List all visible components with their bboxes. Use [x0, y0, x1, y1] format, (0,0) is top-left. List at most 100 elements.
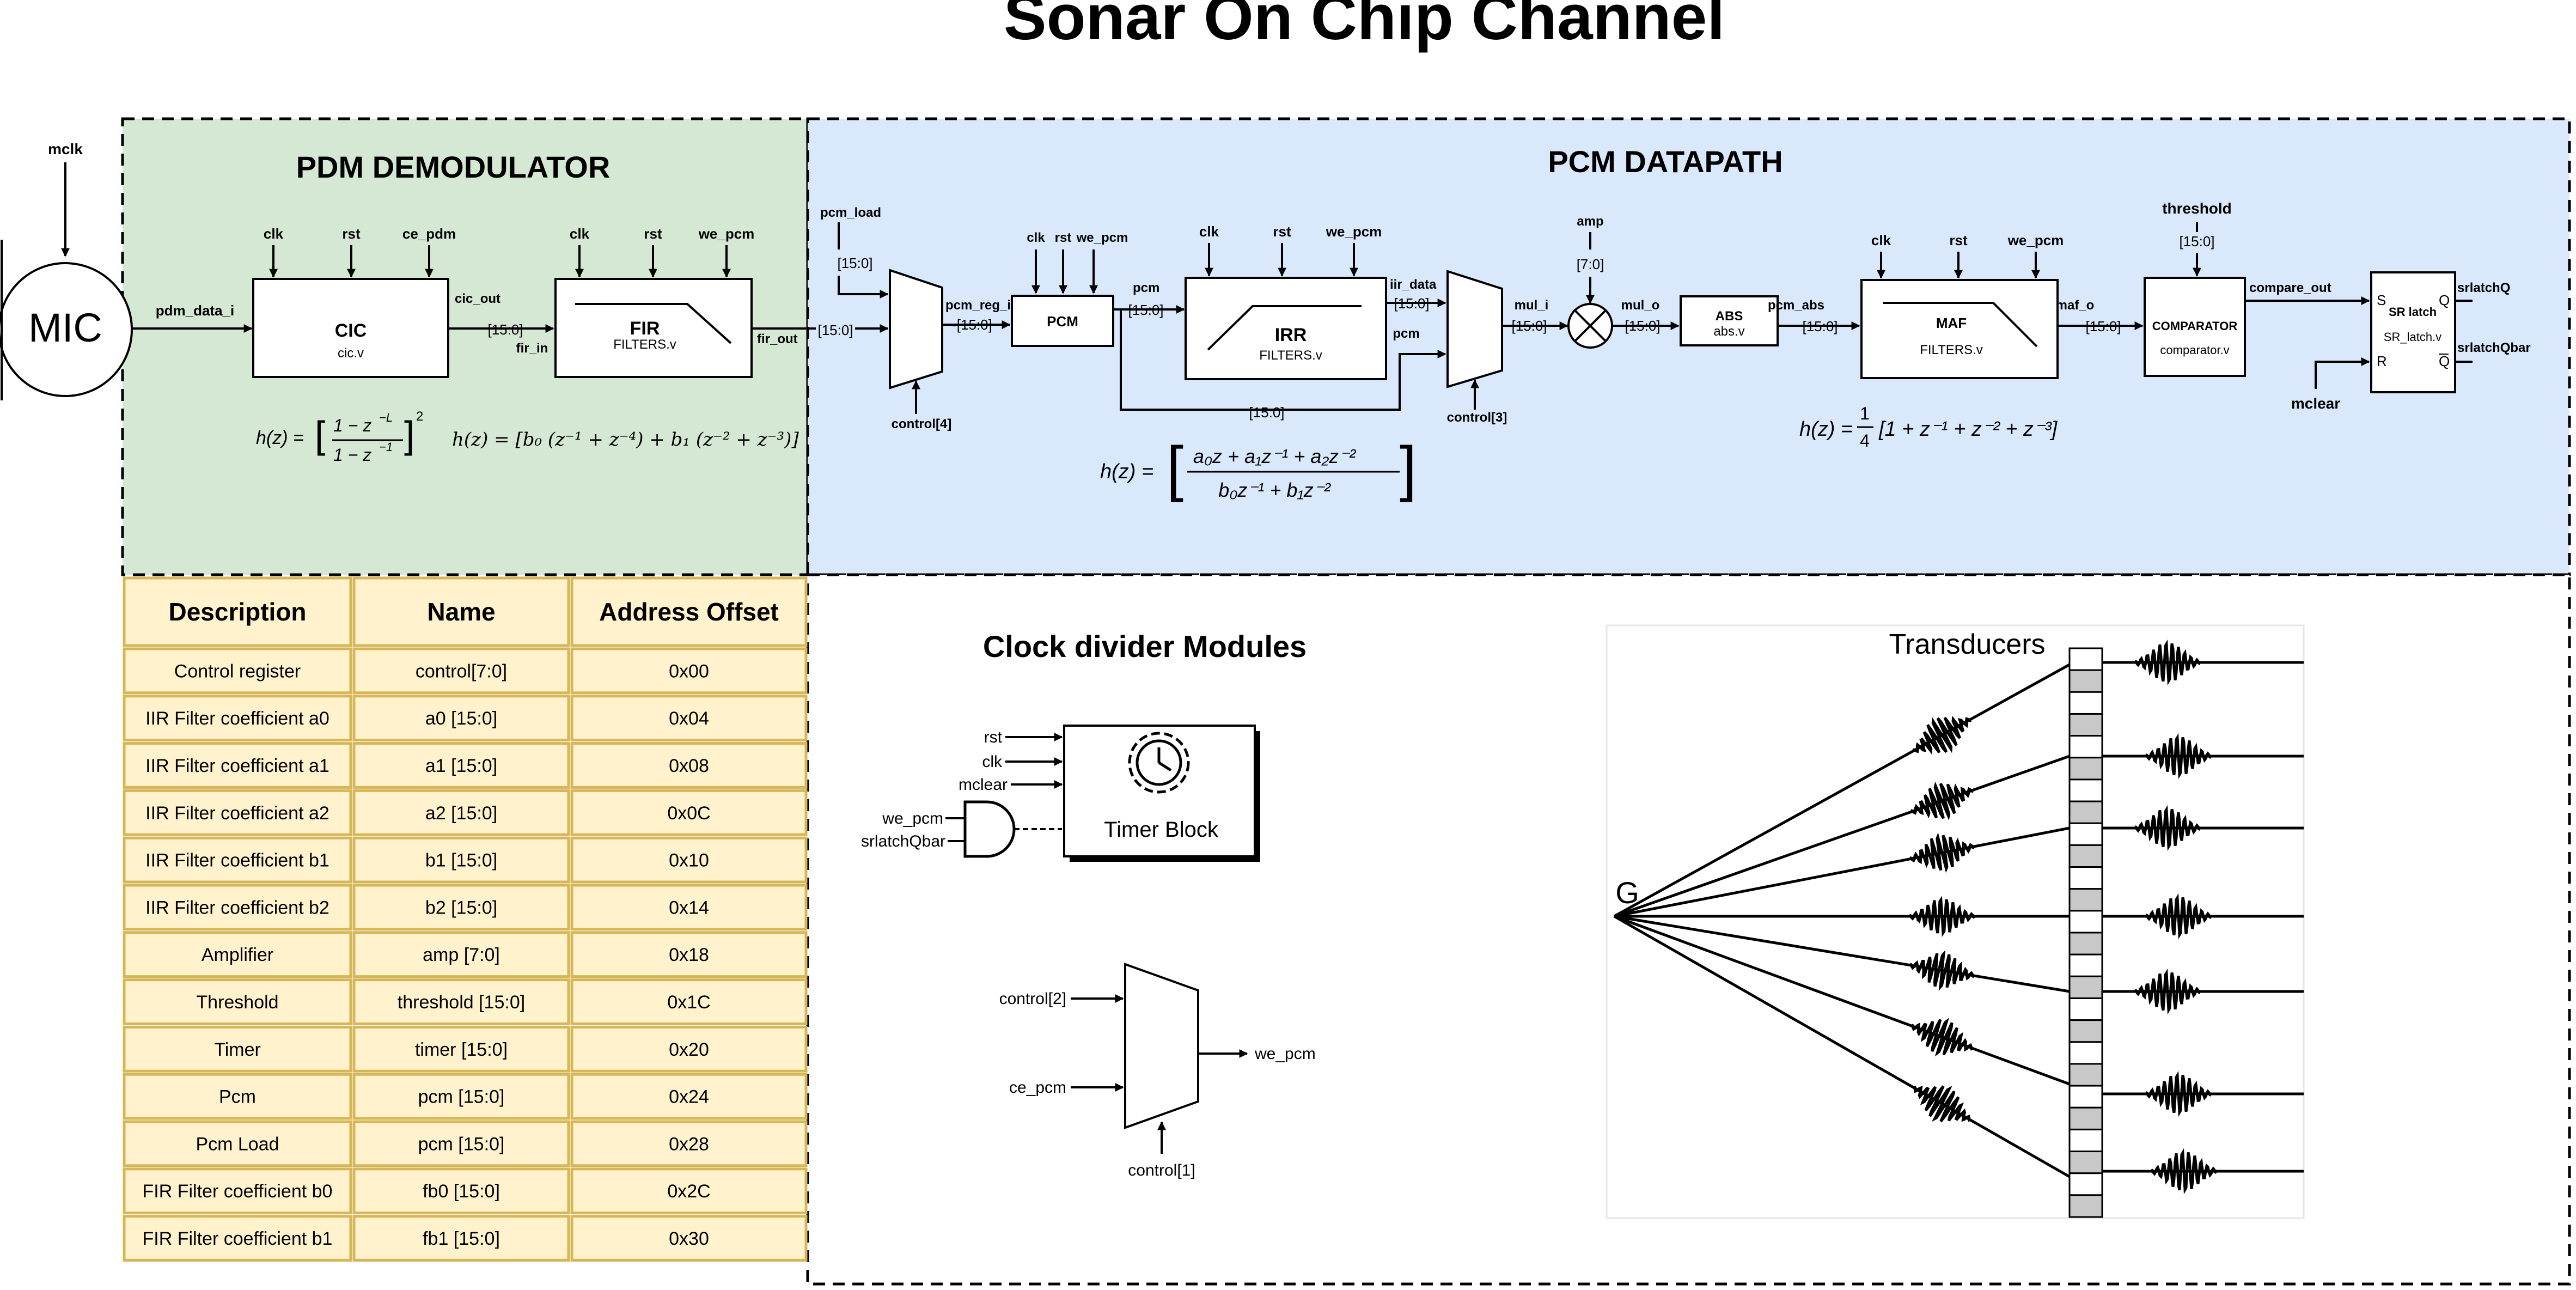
transducer-element	[2068, 866, 2103, 890]
svg-text:b₀z⁻¹ + b₁z⁻²: b₀z⁻¹ + b₁z⁻²	[1218, 479, 1332, 501]
pulse-wave	[1913, 1085, 1971, 1123]
mul-o-label: mul_o	[1621, 298, 1660, 313]
table-cell-text: amp [7:0]	[423, 945, 500, 965]
table-cell	[570, 1073, 808, 1120]
irr-highpass-icon	[1207, 305, 1362, 351]
fir-equation: h(z) = [b₀ (z⁻¹ + z⁻⁴) + b₁ (z⁻² + z⁻³)]	[452, 429, 799, 451]
table-cell-text: IIR Filter coefficient b2	[145, 897, 329, 918]
table-header-cell	[570, 576, 808, 647]
and-in-we-pcm: we_pcm	[882, 810, 943, 827]
mux2-sel: control[3]	[1447, 410, 1507, 425]
cic-in-rst: rst	[342, 226, 361, 242]
pcm-in-clk: clk	[1027, 230, 1045, 245]
maf-equation: h(z) = 1 4 [1 + z⁻¹ + z⁻² + z⁻³]	[1799, 404, 2058, 451]
transducer-element	[2068, 1063, 2103, 1087]
transducer-element	[2068, 844, 2103, 868]
maf-in-rst: rst	[1949, 232, 1968, 248]
threshold-bus: [15:0]	[2179, 233, 2214, 250]
table-cell-text: b1 [15:0]	[425, 850, 497, 871]
timer-in-rst: rst	[984, 728, 1003, 746]
comparator-file: comparator.v	[2160, 343, 2229, 357]
transducer-element	[2068, 647, 2103, 671]
table-cell	[123, 931, 352, 978]
pcm-load-label: pcm_load	[820, 205, 881, 220]
transducers-title: Transducers	[1889, 629, 2045, 660]
transducer-element	[2068, 997, 2103, 1021]
pulse-wave	[1910, 781, 1974, 821]
transducer-element	[2068, 953, 2103, 977]
table-cell-text: 0x00	[669, 661, 709, 681]
clock-mux	[1124, 963, 1199, 1129]
table-cell-text: Pcm Load	[196, 1134, 279, 1154]
pcm-block	[1011, 295, 1114, 347]
and-in-srlatchqbar: srlatchQbar	[861, 832, 945, 850]
beam-line	[1614, 915, 2070, 993]
irr-in-we: we_pcm	[1326, 223, 1382, 240]
table-cell-text: IIR Filter coefficient a0	[145, 708, 329, 729]
svg-text:a₀z + a₁z⁻¹ + a₂z⁻²: a₀z + a₁z⁻¹ + a₂z⁻²	[1193, 445, 1357, 467]
fir-block	[554, 278, 753, 378]
svg-text:1 − z: 1 − z	[333, 445, 371, 465]
table-cell-text: IIR Filter coefficient b1	[145, 850, 329, 871]
transducer-element	[2068, 910, 2103, 934]
beam-line	[1614, 754, 2070, 918]
transducer-element	[2068, 778, 2103, 802]
table-cell-text: pcm [15:0]	[418, 1087, 505, 1108]
srlatch-name: SR latch	[2389, 305, 2437, 319]
table-cell	[352, 789, 570, 836]
table-cell	[570, 884, 808, 931]
table-cell	[352, 695, 570, 742]
srlatch-q-out: srlatchQ	[2457, 281, 2510, 295]
table-cell-text: 0x20	[669, 1039, 709, 1060]
table-cell	[570, 836, 808, 884]
irr-file: FILTERS.v	[1259, 348, 1322, 363]
table-cell	[123, 836, 352, 884]
mux-out-we-pcm: we_pcm	[1254, 1045, 1316, 1063]
irr-bypass-label: pcm	[1393, 326, 1419, 341]
cic-equation: h(z) = [ 1 − z −L 1 − z −1 ] 2	[256, 409, 423, 465]
table-cell-text: 0x04	[669, 708, 709, 729]
pcm-reg-bus: -[15:0]	[952, 317, 992, 333]
table-cell-text: control[7:0]	[416, 661, 507, 681]
srlatch-qbar-out: srlatchQbar	[2457, 340, 2531, 355]
table-cell	[570, 1025, 808, 1073]
table-cell	[123, 1215, 352, 1262]
table-cell-text: 0x08	[669, 756, 709, 776]
fir-in-we: we_pcm	[698, 226, 755, 242]
table-cell	[123, 789, 352, 836]
transducer-element	[2068, 757, 2103, 781]
irr-name: IRR	[1275, 325, 1307, 345]
mux1-sel: control[4]	[892, 417, 952, 431]
svg-text:1: 1	[1860, 404, 1870, 423]
pdm-data-label: pdm_data_i	[156, 302, 235, 319]
table-cell-text: a2 [15:0]	[425, 803, 497, 824]
transducer-element	[2068, 1128, 2103, 1153]
echo-wave	[2145, 893, 2212, 940]
svg-text:]: ]	[404, 413, 414, 456]
fir-name: FIR	[630, 318, 660, 339]
table-cell	[570, 789, 808, 836]
fir-file: FILTERS.v	[613, 337, 676, 352]
source-g-label: G	[1615, 875, 1639, 910]
pcm-load-bus: [15:0]	[837, 255, 872, 271]
table-cell	[123, 1025, 352, 1073]
table-cell-text: 0x0C	[667, 803, 710, 824]
table-cell-text: Threshold	[196, 992, 278, 1013]
pulse-wave	[1909, 832, 1975, 873]
svg-text:h(z) =: h(z) =	[1100, 460, 1153, 483]
pcm-in-we: we_pcm	[1076, 230, 1128, 245]
irr-bypass-bus: [15:0]	[1249, 404, 1284, 421]
maf-o-label: maf_o	[2056, 298, 2095, 313]
iir-data-bus: [15:0]	[1394, 295, 1429, 312]
table-cell	[352, 836, 570, 884]
table-header: Description	[168, 598, 306, 626]
table-cell-text: Amplifier	[202, 945, 273, 965]
transducer-element	[2068, 800, 2103, 824]
table-cell	[123, 978, 352, 1025]
table-cell	[352, 1215, 570, 1262]
table-cell-text: 0x18	[669, 945, 709, 965]
and-gate	[963, 800, 1016, 858]
mux-sel-control1: control[1]	[1128, 1161, 1195, 1179]
table-cell-text: IIR Filter coefficient a1	[145, 756, 329, 776]
table-cell	[123, 695, 352, 742]
